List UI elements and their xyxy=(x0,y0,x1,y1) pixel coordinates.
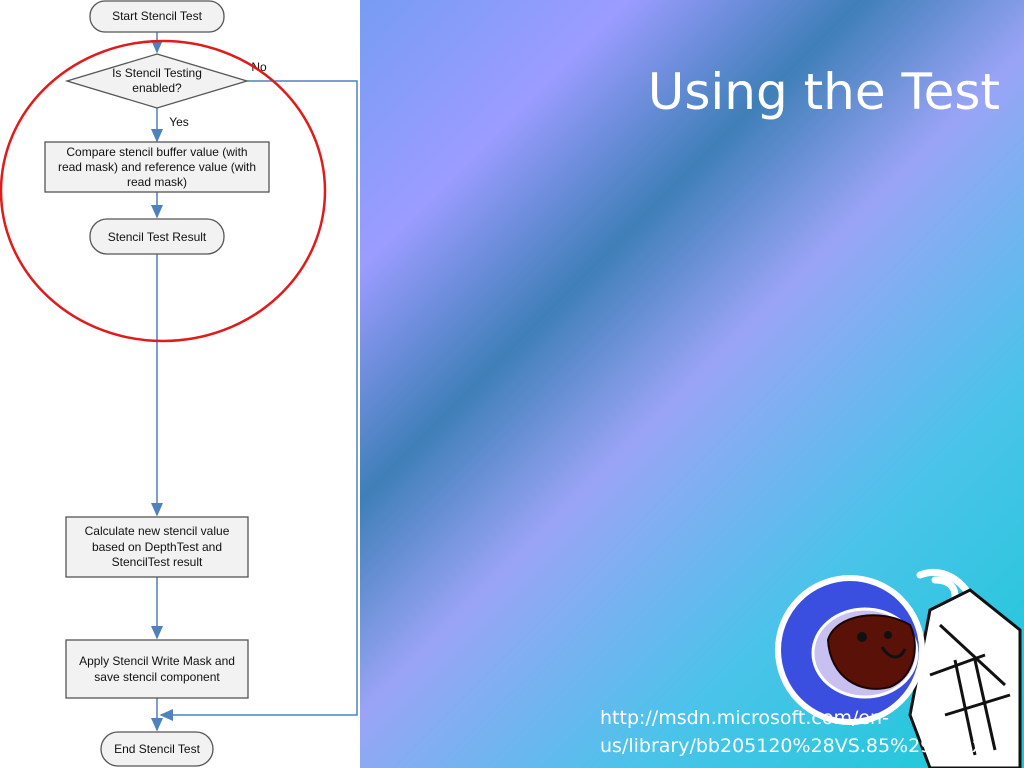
no-branch-label: No xyxy=(251,60,267,74)
yes-branch-label: Yes xyxy=(169,115,189,129)
flowchart-canvas: Start Stencil Test Is Stencil Testing en… xyxy=(0,0,358,767)
source-url-link[interactable]: http://msdn.microsoft.com/en- us/library… xyxy=(600,704,1020,760)
calc-label-3: StencilTest result xyxy=(112,555,203,569)
compare-label-3: read mask) xyxy=(127,175,187,189)
apply-node xyxy=(65,639,249,699)
astronaut-mascot-icon xyxy=(775,568,1022,768)
end-label: End Stencil Test xyxy=(114,742,200,756)
decision-node xyxy=(64,53,250,109)
end-node xyxy=(100,731,214,767)
start-node xyxy=(89,0,225,33)
calc-label-2: based on DepthTest and xyxy=(92,540,222,554)
result-node xyxy=(89,218,225,255)
decision-label-2: enabled? xyxy=(132,81,182,95)
compare-label-2: read mask) and reference value (with xyxy=(58,160,256,174)
arrow-no-branch xyxy=(159,80,358,721)
highlight-circle xyxy=(0,39,327,343)
apply-label-1: Apply Stencil Write Mask and xyxy=(79,654,235,668)
compare-node xyxy=(44,141,270,193)
source-url-line-1[interactable]: http://msdn.microsoft.com/en- xyxy=(600,707,889,729)
apply-label-2: save stencil component xyxy=(94,670,220,684)
calc-label-1: Calculate new stencil value xyxy=(85,524,230,538)
slide-title: Using the Test xyxy=(647,63,1000,121)
stencil-test-flowchart: Start Stencil Test Is Stencil Testing en… xyxy=(0,0,360,768)
compare-label-1: Compare stencil buffer value (with xyxy=(66,145,247,159)
decision-label-1: Is Stencil Testing xyxy=(112,66,202,80)
start-label: Start Stencil Test xyxy=(112,9,202,23)
source-url-line-2[interactable]: us/library/bb205120%28VS.85%29.aspx xyxy=(600,735,984,757)
result-label: Stencil Test Result xyxy=(108,230,207,244)
calc-node xyxy=(65,516,249,578)
